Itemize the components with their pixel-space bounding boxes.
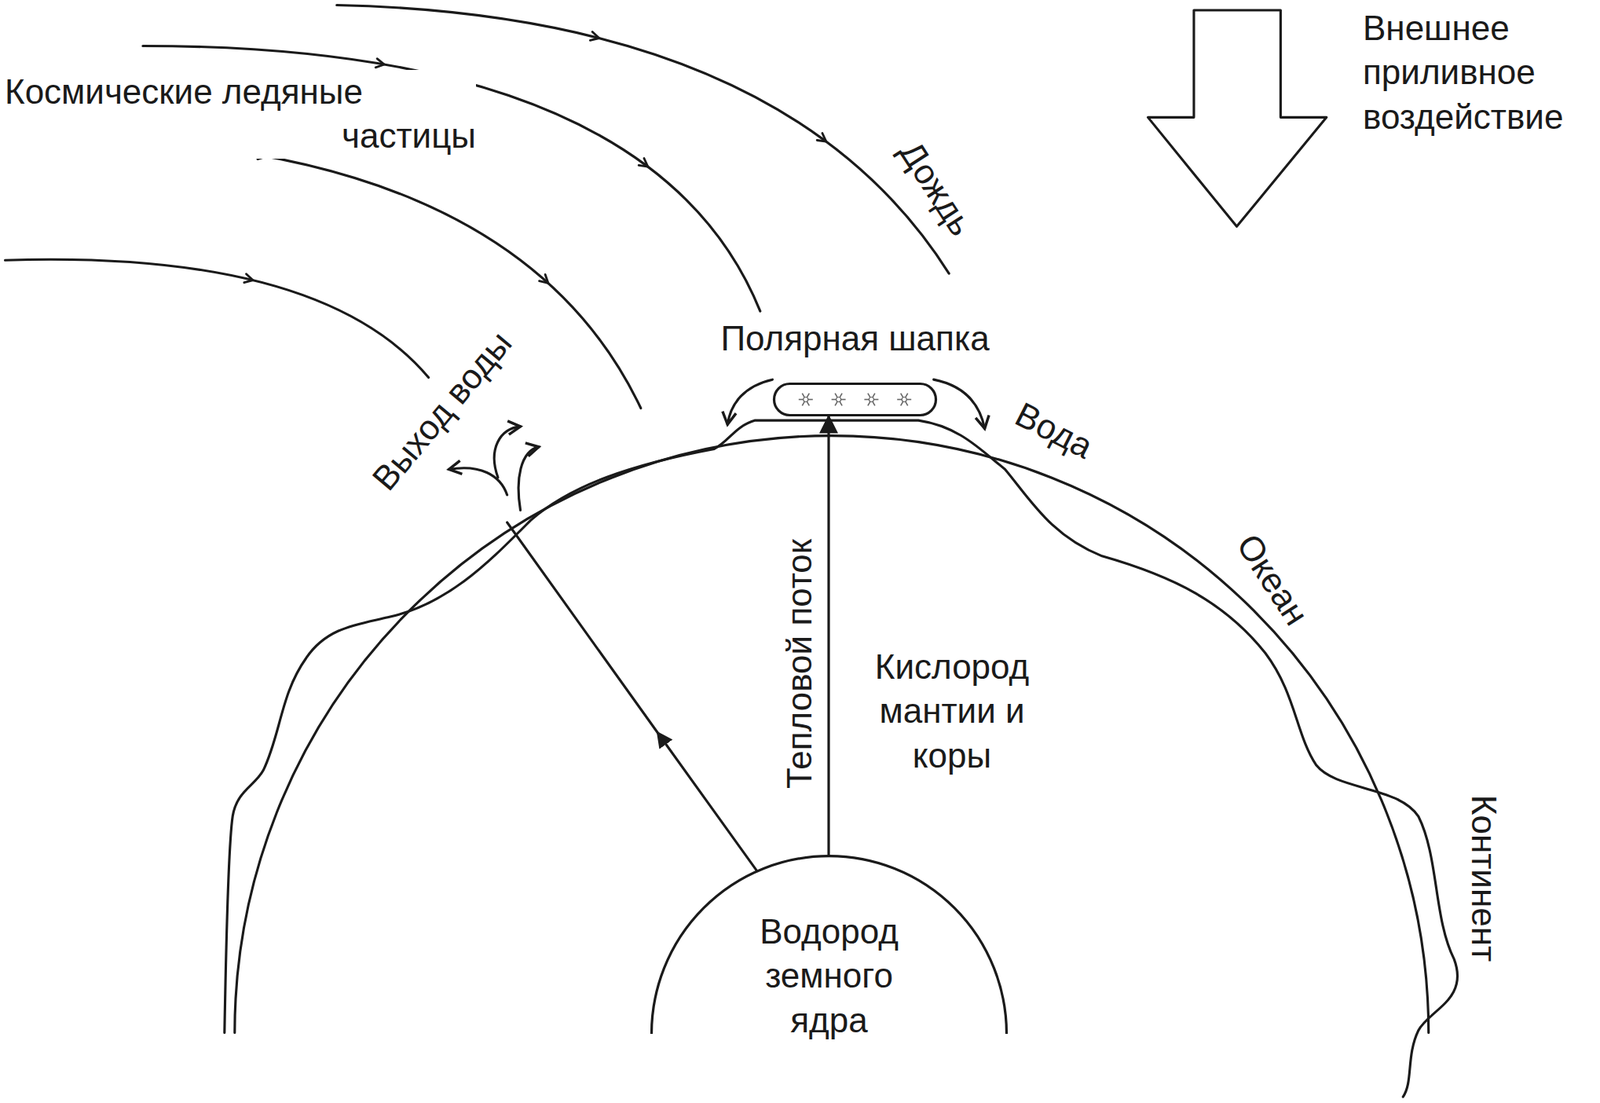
flow-chevron bbox=[539, 274, 549, 283]
snowflake bbox=[901, 397, 907, 403]
polar-cap-outline bbox=[772, 382, 938, 417]
snowflake bbox=[868, 397, 874, 403]
water-exit-arrow bbox=[494, 426, 520, 478]
edge-label: Тепловой поток bbox=[777, 538, 822, 789]
heat-flow-arrow bbox=[827, 416, 830, 855]
water-exit-arrow bbox=[449, 468, 508, 495]
snowflake bbox=[900, 393, 909, 407]
snowflake bbox=[834, 393, 843, 407]
meltwater-arrow bbox=[933, 379, 985, 429]
snowflake bbox=[867, 393, 876, 407]
flow-chevron bbox=[589, 32, 599, 41]
snowflake bbox=[803, 397, 809, 403]
snowflake bbox=[801, 393, 810, 407]
snowflake bbox=[867, 393, 876, 407]
core-label: Водород земного ядра bbox=[723, 909, 936, 1043]
water-exit-arrow bbox=[518, 446, 539, 511]
ice-particles-label: Космические ледяные частицы bbox=[4, 69, 476, 159]
cap-heading: Полярная шапка bbox=[720, 316, 989, 361]
ice-particle-path bbox=[4, 259, 429, 378]
tidal-force-arrow bbox=[1147, 10, 1326, 227]
tidal-label: Внешнее приливное воздействие bbox=[1362, 6, 1591, 140]
snowflake bbox=[836, 397, 842, 403]
water-exit-label: Выход воды bbox=[362, 322, 522, 500]
ocean-label: Океан bbox=[1226, 525, 1319, 634]
meltwater-arrow bbox=[727, 379, 773, 425]
flow-chevron bbox=[375, 58, 385, 68]
earth-core: Водород земного ядра bbox=[650, 854, 1008, 1034]
rain-label: Дождь bbox=[889, 132, 983, 245]
hydrogen-flow-arrow bbox=[507, 522, 761, 876]
ice-particle-path bbox=[25, 137, 641, 408]
continent-label: Континент bbox=[1461, 794, 1506, 962]
flow-chevron bbox=[638, 158, 649, 168]
snowflake bbox=[801, 393, 810, 407]
snowflake bbox=[900, 393, 909, 407]
flow-chevron bbox=[816, 132, 827, 142]
polar-cap: Полярная шапка bbox=[772, 382, 938, 417]
flow-chevron bbox=[244, 274, 253, 283]
oxygen-label: Кислород мантии и коры bbox=[857, 644, 1047, 778]
ice-oval bbox=[774, 384, 937, 416]
water-label: Вода bbox=[1007, 392, 1100, 469]
continent-outline bbox=[224, 420, 1458, 1097]
snowflake bbox=[834, 393, 843, 407]
